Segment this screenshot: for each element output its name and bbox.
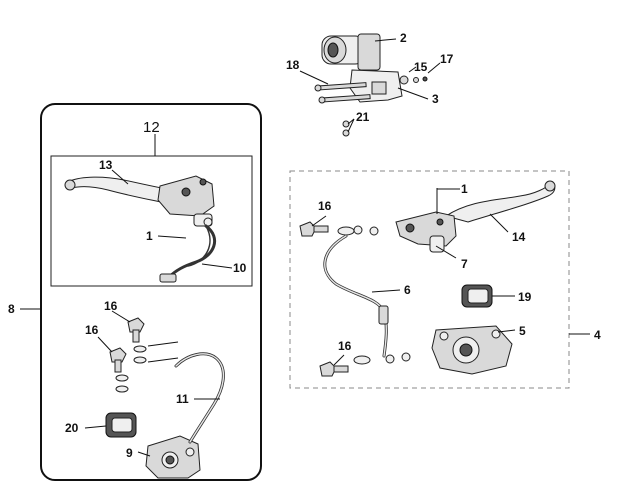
callout-11: 11 — [176, 392, 189, 406]
callout-20: 20 — [65, 421, 79, 435]
callout-16-right-top: 16 — [318, 199, 332, 213]
callout-5: 5 — [519, 324, 526, 338]
callout-12: 12 — [143, 119, 160, 136]
callout-10: 10 — [233, 261, 247, 275]
left-caliper-set — [105, 317, 201, 479]
callout-16-right-bottom: 16 — [338, 339, 352, 353]
right-lever-assembly — [299, 180, 556, 377]
top-cylinder-unit — [314, 33, 428, 137]
left-assembly-frame — [40, 103, 262, 481]
callout-14: 14 — [512, 230, 526, 244]
callout-16-left-b: 16 — [85, 323, 99, 337]
callout-9: 9 — [126, 446, 133, 460]
callout-21: 21 — [356, 110, 370, 124]
callout-18: 18 — [286, 58, 300, 72]
callout-13: 13 — [99, 158, 113, 172]
callout-8: 8 — [8, 302, 15, 316]
callout-4: 4 — [594, 328, 601, 342]
callout-19: 19 — [518, 290, 532, 304]
callout-6: 6 — [404, 283, 411, 297]
callout-17: 17 — [440, 52, 454, 66]
left-lever-subassembly — [64, 175, 215, 227]
callout-1-right: 1 — [461, 182, 468, 196]
callout-7: 7 — [461, 257, 468, 271]
right-assembly-frame — [289, 170, 570, 389]
callout-16-left-a: 16 — [104, 299, 118, 313]
callout-15: 15 — [414, 60, 428, 74]
callout-1-left: 1 — [146, 229, 153, 243]
callout-2: 2 — [400, 31, 407, 45]
left-subassembly-box — [50, 155, 253, 287]
callout-3: 3 — [432, 92, 439, 106]
